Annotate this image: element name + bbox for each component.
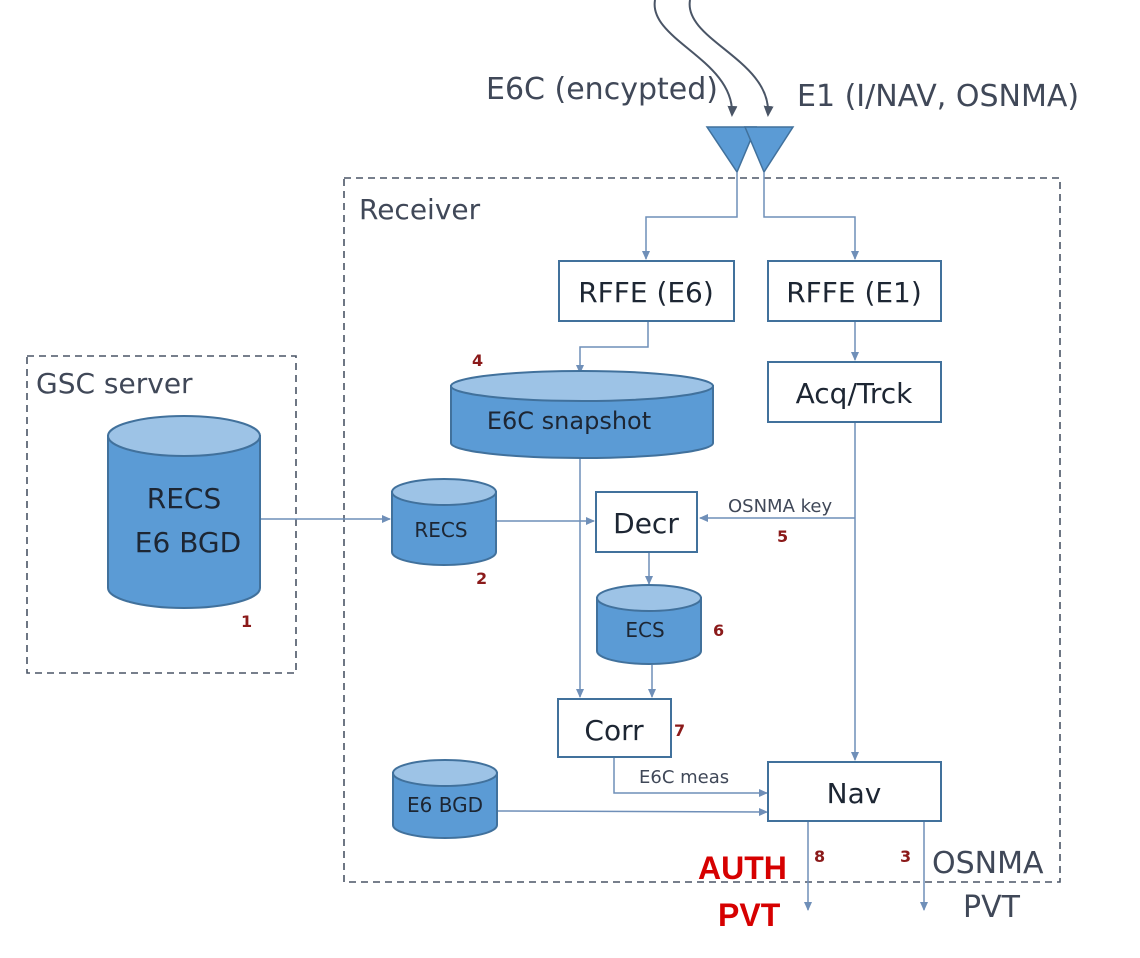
step-number-4: 4	[472, 351, 483, 370]
decr-block	[595, 491, 698, 553]
nav-block	[767, 761, 942, 822]
step-number-6: 6	[713, 621, 724, 640]
corr-block	[557, 698, 672, 758]
e6c-snapshot-database: E6C snapshot	[450, 370, 714, 459]
acq-trck-block	[767, 361, 942, 423]
e6c-signal-label: E6C (encypted)	[486, 72, 718, 107]
corr-to-nav-line	[613, 758, 768, 797]
gsc-recs-database: RECS E6 BGD	[107, 415, 261, 609]
e6c-snapshot-label: E6C snapshot	[487, 407, 651, 435]
antenna-icon	[705, 126, 795, 174]
recs-label: RECS	[414, 518, 467, 542]
e6bgd-to-nav-line	[497, 807, 768, 816]
corr-label: Corr	[584, 714, 644, 747]
acq-trck-label: Acq/Trck	[796, 377, 914, 410]
osnma-key-label: OSNMA key	[728, 496, 832, 517]
ecs-database: ECS	[596, 584, 702, 665]
rffe-e1-label: RFFE (E1)	[786, 276, 922, 309]
e6c-signal-wave	[653, 0, 738, 117]
gsc-server-container	[26, 355, 297, 674]
rffe-e1-block	[767, 260, 942, 322]
recs-database: RECS	[391, 478, 497, 566]
gsc-recs-label-line1: RECS	[147, 482, 221, 515]
rffe-e6-label: RFFE (E6)	[578, 276, 714, 309]
antenna-to-rffe-e1-line	[763, 172, 859, 260]
auth-output-line1: AUTH	[698, 850, 787, 886]
step-number-5: 5	[777, 527, 788, 546]
rffe-e6-to-snapshot-line	[576, 322, 649, 374]
gsc-recs-label-line2: E6 BGD	[135, 526, 241, 559]
receiver-label: Receiver	[359, 193, 481, 226]
nav-label: Nav	[827, 777, 882, 810]
step-number-1: 1	[241, 612, 252, 631]
antenna-to-rffe-e6-line	[642, 172, 738, 260]
e1-signal-label: E1 (I/NAV, OSNMA)	[797, 79, 1079, 114]
e6-bgd-database: E6 BGD	[392, 759, 498, 839]
osnma-output-line2: PVT	[963, 890, 1021, 925]
e1-signal-wave	[688, 0, 774, 117]
osnma-output-line1: OSNMA	[932, 846, 1044, 881]
auth-output-line2: PVT	[718, 897, 781, 933]
step-number-8: 8	[814, 847, 825, 866]
gsc-server-label: GSC server	[36, 367, 193, 400]
rffe-e6-block	[558, 260, 735, 322]
e6c-meas-label: E6C meas	[639, 767, 729, 788]
step-number-3: 3	[900, 847, 911, 866]
decr-label: Decr	[613, 507, 679, 540]
ecs-label: ECS	[625, 618, 664, 642]
step-number-7: 7	[674, 721, 685, 740]
receiver-container	[343, 177, 1061, 883]
step-number-2: 2	[476, 569, 487, 588]
e6-bgd-label: E6 BGD	[407, 793, 483, 817]
